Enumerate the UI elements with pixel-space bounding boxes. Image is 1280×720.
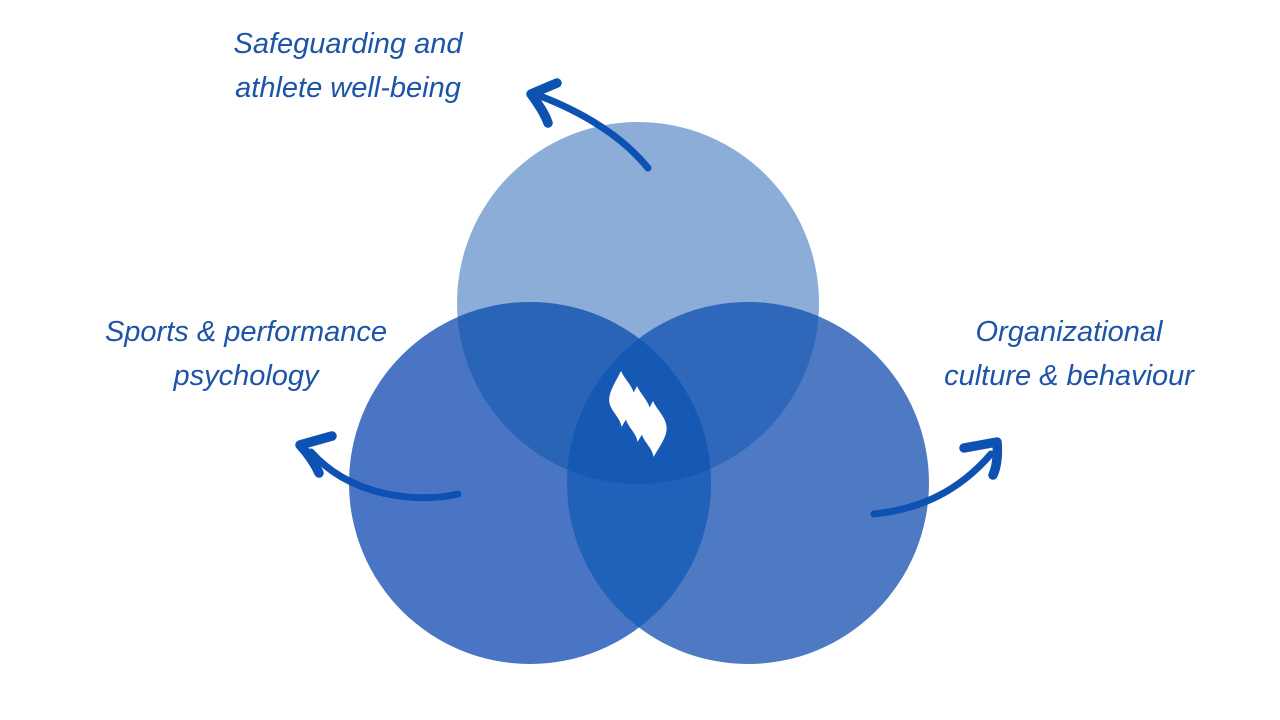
label-org-culture: Organizational culture & behaviour bbox=[944, 310, 1194, 398]
label-safeguarding: Safeguarding and athlete well-being bbox=[234, 22, 463, 110]
arrow-to-sports-psychology bbox=[295, 431, 462, 502]
overlap-center bbox=[567, 302, 711, 484]
label-org-culture-line1: Organizational bbox=[975, 316, 1163, 348]
label-safeguarding-line1: Safeguarding and bbox=[233, 28, 463, 60]
label-sports-psychology: Sports & performance psychology bbox=[105, 310, 387, 398]
label-safeguarding-line2: athlete well-being bbox=[235, 72, 461, 104]
label-sports-psychology-line1: Sports & performance bbox=[104, 316, 388, 348]
arrow-to-safeguarding bbox=[526, 78, 652, 172]
arrow-to-org-culture bbox=[870, 437, 1003, 518]
label-org-culture-line2: culture & behaviour bbox=[944, 360, 1194, 392]
label-sports-psychology-line2: psychology bbox=[173, 360, 319, 392]
